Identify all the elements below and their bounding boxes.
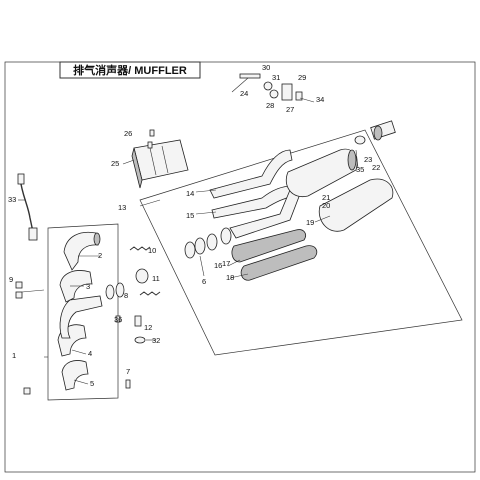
callout-36: 36 bbox=[114, 315, 122, 324]
clip-7 bbox=[125, 379, 131, 389]
callout-12: 12 bbox=[144, 323, 152, 332]
washer-32 bbox=[134, 336, 146, 344]
heat-shield-box-25 bbox=[131, 139, 189, 189]
outer-frame bbox=[4, 61, 476, 473]
clamp-ring-8-a bbox=[115, 282, 125, 298]
gasket-16 bbox=[220, 227, 232, 245]
bolt-26-lower bbox=[147, 141, 153, 149]
leader-lines bbox=[18, 77, 359, 385]
callout-19: 19 bbox=[306, 218, 314, 227]
callout-10: 10 bbox=[148, 246, 156, 255]
bolt-36 bbox=[115, 315, 121, 323]
callout-4: 4 bbox=[88, 349, 92, 358]
diagram-title: 排气消声器/ MUFFLER bbox=[73, 63, 187, 77]
callout-13: 13 bbox=[118, 203, 126, 212]
callout-14: 14 bbox=[186, 189, 194, 198]
callout-20: 20 bbox=[322, 201, 330, 210]
callout-27: 27 bbox=[286, 105, 294, 114]
nut-34 bbox=[295, 91, 303, 101]
y-pipe-left bbox=[59, 295, 103, 339]
callout-11: 11 bbox=[152, 274, 160, 283]
callout-24: 24 bbox=[240, 89, 248, 98]
bracket-hardware-9 bbox=[15, 281, 45, 299]
callout-3: 3 bbox=[86, 282, 90, 291]
callout-32: 32 bbox=[152, 336, 160, 345]
gasket-11 bbox=[135, 268, 149, 284]
callout-33: 33 bbox=[8, 195, 16, 204]
callout-23: 23 bbox=[364, 155, 372, 164]
bracket-29 bbox=[281, 83, 293, 101]
bushing-31 bbox=[269, 89, 279, 99]
spring-10-upper bbox=[129, 246, 151, 251]
callout-34: 34 bbox=[316, 95, 324, 104]
callout-9: 9 bbox=[9, 275, 13, 284]
spring-10-lower bbox=[139, 291, 161, 296]
callout-28: 28 bbox=[266, 101, 274, 110]
gasket-rings-6 bbox=[184, 233, 218, 259]
callout-2: 2 bbox=[98, 251, 102, 260]
muffler-body bbox=[285, 148, 358, 198]
clip-6-left bbox=[23, 387, 31, 395]
callout-21: 21 bbox=[322, 193, 330, 202]
mid-pipe-14 bbox=[209, 149, 293, 199]
callout-29: 29 bbox=[298, 73, 306, 82]
bolt-24 bbox=[239, 73, 261, 79]
callout-8: 8 bbox=[124, 291, 128, 300]
callout-16: 16 bbox=[214, 261, 222, 270]
callout-labels: 1 2 3 4 5 6 7 8 9 10 11 12 13 14 15 16 1… bbox=[8, 63, 380, 388]
heat-shield-18 bbox=[240, 245, 318, 281]
callout-5: 5 bbox=[90, 379, 94, 388]
heat-shield-17 bbox=[231, 229, 306, 263]
callout-15: 15 bbox=[186, 211, 194, 220]
header-pipe-5 bbox=[61, 360, 89, 391]
callout-18: 18 bbox=[226, 273, 234, 282]
callout-22: 22 bbox=[372, 163, 380, 172]
stud-12 bbox=[134, 315, 142, 327]
clamp-ring-8-b bbox=[105, 284, 115, 300]
tail-pipe bbox=[370, 120, 396, 141]
callout-26: 26 bbox=[124, 129, 132, 138]
callout-1: 1 bbox=[12, 351, 16, 360]
oxygen-sensor-33 bbox=[17, 173, 38, 241]
callout-35: 35 bbox=[356, 165, 364, 174]
title-box bbox=[59, 61, 201, 79]
header-pipe-group-frame bbox=[47, 223, 119, 401]
callout-6: 6 bbox=[202, 277, 206, 286]
callout-25: 25 bbox=[111, 159, 119, 168]
callout-17: 17 bbox=[222, 259, 230, 268]
header-pipe-2 bbox=[63, 231, 101, 271]
callout-7: 7 bbox=[126, 367, 130, 376]
callout-30: 30 bbox=[262, 63, 270, 72]
gasket-35 bbox=[354, 135, 366, 145]
bolt-26-upper bbox=[149, 129, 155, 137]
callout-31: 31 bbox=[272, 73, 280, 82]
bushing-30 bbox=[263, 81, 273, 91]
